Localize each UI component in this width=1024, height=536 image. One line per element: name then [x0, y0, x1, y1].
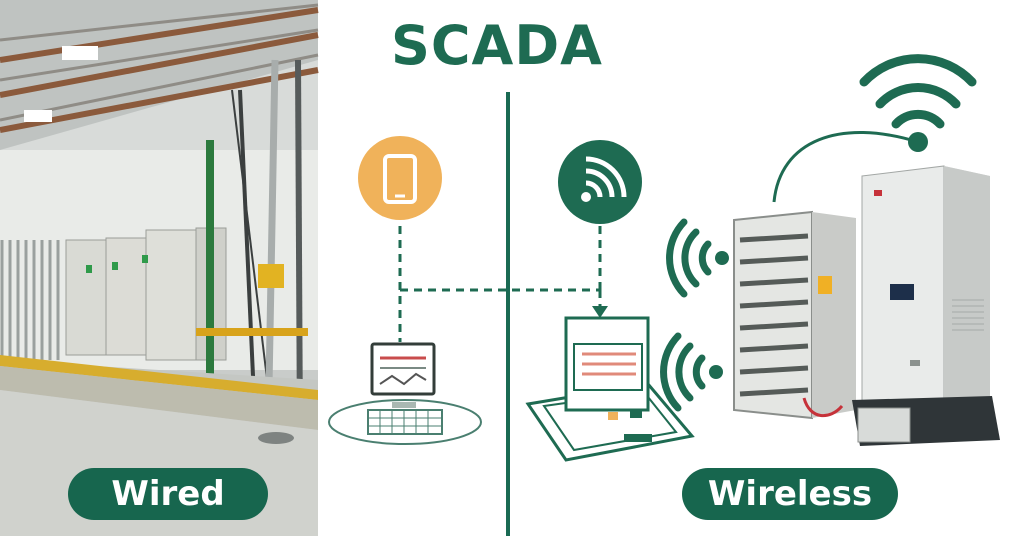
dashed-connectors [398, 226, 602, 342]
wireless-label: Wireless [682, 468, 898, 520]
laptop-icon [328, 342, 482, 445]
smartphone-icon [358, 136, 442, 220]
arrow-head [592, 306, 608, 318]
signal-waves-lower [660, 332, 723, 412]
wired-plant-photo [0, 0, 319, 536]
page-title: SCADA [391, 14, 603, 77]
tablet-station-icon [525, 316, 695, 462]
wireless-equipment [733, 131, 1000, 446]
wired-label: Wired [68, 468, 268, 520]
wifi-signal-icon [558, 140, 642, 224]
wifi-icon [859, 54, 977, 152]
signal-waves-upper [666, 218, 729, 298]
